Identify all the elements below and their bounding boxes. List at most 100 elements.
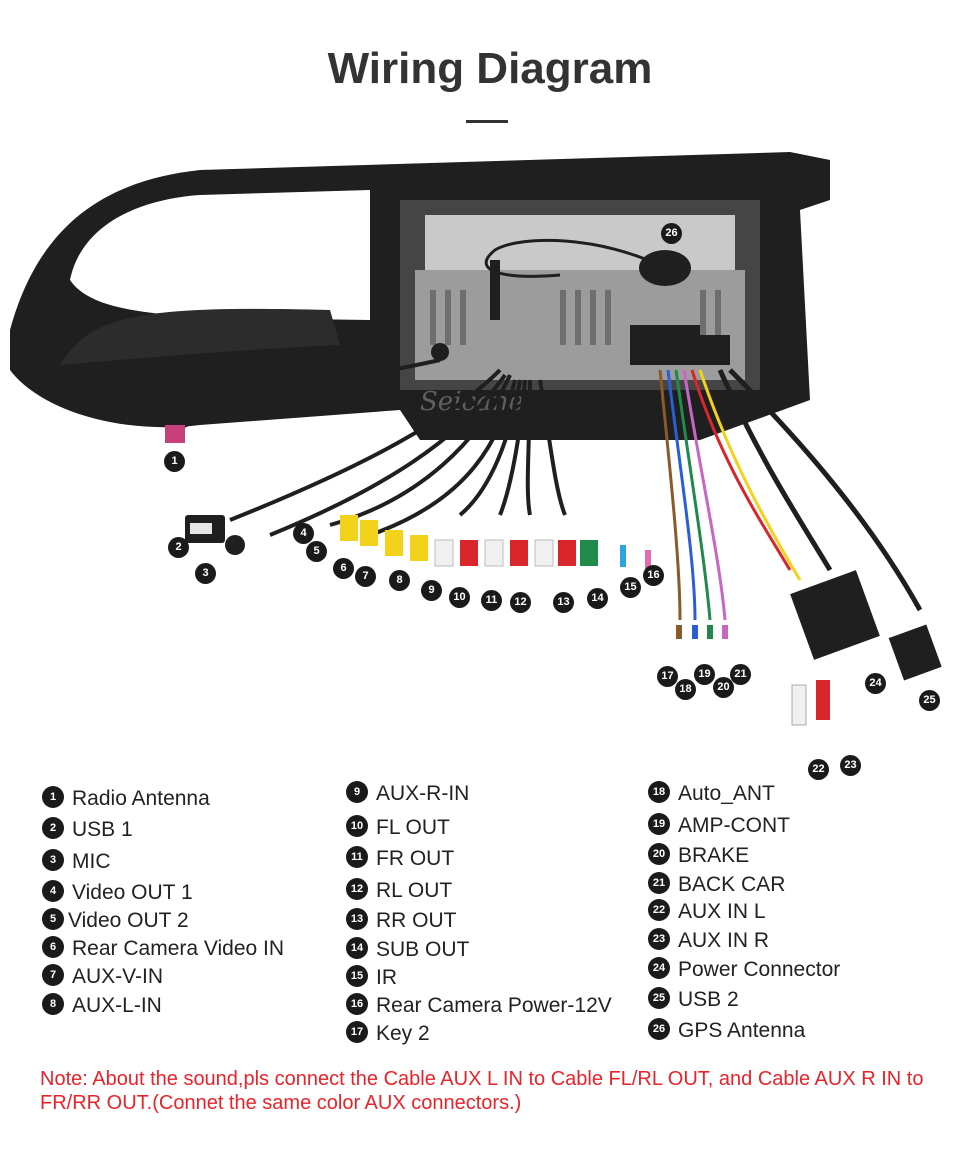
callout-19: 19 bbox=[694, 664, 715, 685]
legend-number: 21 bbox=[648, 872, 670, 895]
legend-number: 24 bbox=[648, 957, 670, 980]
legend-number: 1 bbox=[42, 786, 64, 809]
legend-item: 17 Key 2 bbox=[346, 1021, 430, 1047]
rca-video-out-1 bbox=[340, 515, 358, 541]
legend-number: 9 bbox=[346, 781, 368, 804]
legend-number: 17 bbox=[346, 1021, 368, 1044]
vent-slots bbox=[430, 290, 721, 345]
legend-item: 12 RL OUT bbox=[346, 878, 452, 904]
rca-sub-out bbox=[580, 540, 598, 566]
legend-label: BACK CAR bbox=[678, 873, 786, 896]
callout-10: 10 bbox=[449, 587, 470, 608]
legend-number: 23 bbox=[648, 928, 670, 951]
legend-number: 10 bbox=[346, 815, 368, 838]
legend-item: 4 Video OUT 1 bbox=[42, 880, 193, 906]
legend-number: 3 bbox=[42, 849, 64, 872]
legend-label: Radio Antenna bbox=[72, 787, 210, 810]
legend-number: 16 bbox=[346, 993, 368, 1016]
legend-number: 14 bbox=[346, 937, 368, 960]
page-title: Wiring Diagram bbox=[327, 44, 653, 93]
right-lead-tips bbox=[676, 625, 728, 639]
callout-18: 18 bbox=[675, 679, 696, 700]
legend-label: AMP-CONT bbox=[678, 814, 790, 837]
rca-aux-l-in bbox=[434, 539, 454, 567]
cable-bundle-right bbox=[658, 368, 923, 621]
legend-item: 9 AUX-R-IN bbox=[346, 781, 469, 807]
legend-number: 12 bbox=[346, 878, 368, 901]
rca-rl-out bbox=[534, 539, 554, 567]
callout-8: 8 bbox=[389, 570, 410, 591]
rca-fl-out bbox=[484, 539, 504, 567]
callout-15: 15 bbox=[620, 577, 641, 598]
callout-12: 12 bbox=[510, 592, 531, 613]
legend-number: 4 bbox=[42, 880, 64, 903]
legend-label: AUX-V-IN bbox=[72, 965, 164, 988]
callout-2: 2 bbox=[168, 537, 189, 558]
legend-number: 26 bbox=[648, 1018, 670, 1041]
legend-label: BRAKE bbox=[678, 844, 750, 867]
legend-number: 11 bbox=[346, 846, 368, 869]
callout-11: 11 bbox=[481, 590, 502, 611]
callout-5: 5 bbox=[306, 541, 327, 562]
callout-23: 23 bbox=[840, 755, 861, 776]
cable-bundle-left bbox=[174, 358, 567, 537]
wiring-diagram: Seicane bbox=[0, 140, 980, 780]
head-unit-illustration: Seicane bbox=[10, 152, 942, 726]
callout-21: 21 bbox=[730, 664, 751, 685]
legend-label: AUX IN R bbox=[678, 929, 770, 952]
callout-14: 14 bbox=[587, 588, 608, 609]
legend-item: 14 SUB OUT bbox=[346, 937, 469, 963]
callout-3: 3 bbox=[195, 563, 216, 584]
rca-camera-in bbox=[385, 530, 403, 556]
usb2-plug bbox=[888, 624, 942, 681]
legend-item: 1 Radio Antenna bbox=[42, 786, 210, 812]
rca-fr-out bbox=[510, 540, 528, 566]
legend-number: 20 bbox=[648, 843, 670, 866]
gps-cable bbox=[484, 238, 666, 278]
rca-aux-v-in bbox=[410, 535, 428, 561]
legend-label: IR bbox=[376, 966, 397, 989]
bezel-pocket bbox=[60, 308, 340, 365]
rca-row-left bbox=[340, 515, 598, 567]
sound-note: Note: About the sound,pls connect the Ca… bbox=[40, 1068, 924, 1114]
legend-number: 5 bbox=[42, 908, 64, 931]
aux-in-r-plug bbox=[816, 680, 830, 720]
legend-label: Power Connector bbox=[678, 958, 841, 981]
callout-6: 6 bbox=[333, 558, 354, 579]
radio-antenna-socket bbox=[431, 343, 449, 361]
legend-label: Key 2 bbox=[376, 1022, 430, 1045]
callout-13: 13 bbox=[553, 592, 574, 613]
bezel-cutout bbox=[70, 190, 370, 320]
legend-item: 23 AUX IN R bbox=[648, 928, 769, 954]
callout-7: 7 bbox=[355, 566, 376, 587]
legend-label: SUB OUT bbox=[376, 938, 470, 961]
callout-24: 24 bbox=[865, 673, 886, 694]
antenna-post bbox=[490, 260, 500, 320]
callout-20: 20 bbox=[713, 677, 734, 698]
legend-label: FR OUT bbox=[376, 847, 455, 870]
mic-plug bbox=[225, 535, 245, 555]
legend-label: Video OUT 1 bbox=[72, 881, 193, 904]
callout-25: 25 bbox=[919, 690, 940, 711]
legend-label: RL OUT bbox=[376, 879, 453, 902]
legend-number: 8 bbox=[42, 993, 64, 1016]
legend-item: 8 AUX-L-IN bbox=[42, 993, 162, 1019]
callout-9: 9 bbox=[421, 580, 442, 601]
legend-label: AUX-R-IN bbox=[376, 782, 470, 805]
radio-antenna-plug bbox=[165, 425, 185, 443]
callout-26: 26 bbox=[661, 223, 682, 244]
power-socket bbox=[630, 325, 700, 365]
legend-label: AUX-L-IN bbox=[72, 994, 162, 1017]
legend-number: 18 bbox=[648, 781, 670, 804]
legend-label: Auto_ANT bbox=[678, 782, 775, 805]
legend-number: 22 bbox=[648, 899, 670, 922]
